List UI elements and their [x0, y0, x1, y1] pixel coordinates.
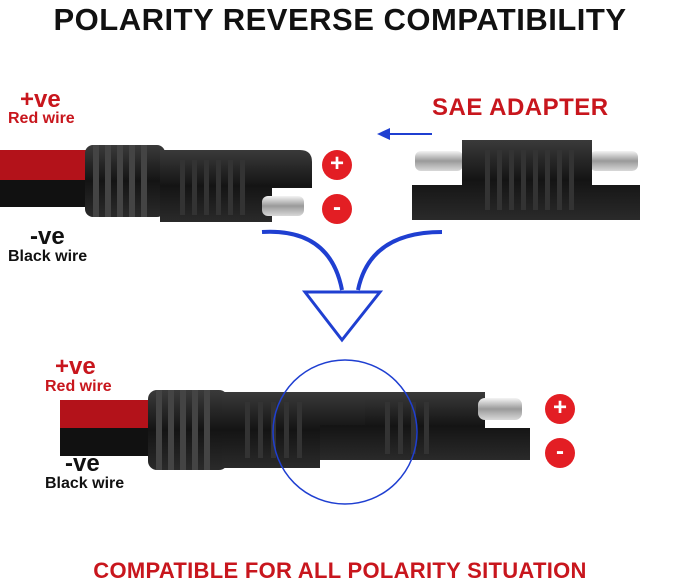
left-arrow [377, 128, 432, 140]
top-black-wire [0, 180, 95, 207]
bottom-plus-badge: + [545, 394, 575, 424]
top-red-wire-label: Red wire [8, 110, 75, 127]
top-plus-badge: + [322, 150, 352, 180]
bottom-black-wire-label: Black wire [45, 475, 125, 492]
top-red-wire [0, 150, 95, 180]
bottom-minus-badge: - [545, 438, 575, 468]
bottom-red-wire-label: Red wire [45, 378, 112, 395]
highlight-circle [272, 359, 418, 505]
top-negative-label: -ve [30, 223, 65, 250]
top-positive-label: +ve [20, 86, 61, 113]
top-cable [0, 145, 312, 222]
top-connector-body [160, 150, 312, 222]
top-minus-badge: - [322, 194, 352, 224]
bottom-negative-label: -ve [65, 450, 100, 477]
top-metal-pin [262, 196, 304, 216]
merge-arrow [261, 229, 443, 343]
footer-caption: COMPATIBLE FOR ALL POLARITY SITUATION [93, 558, 587, 583]
sae-adapter-label: SAE ADAPTER [432, 94, 609, 121]
bottom-positive-label: +ve [55, 353, 96, 380]
sae-adapter [412, 140, 640, 220]
bottom-cable [60, 390, 530, 470]
top-strain-relief [85, 145, 165, 217]
page-title: POLARITY REVERSE COMPATIBILITY [53, 2, 627, 37]
top-black-wire-label: Black wire [8, 248, 88, 265]
